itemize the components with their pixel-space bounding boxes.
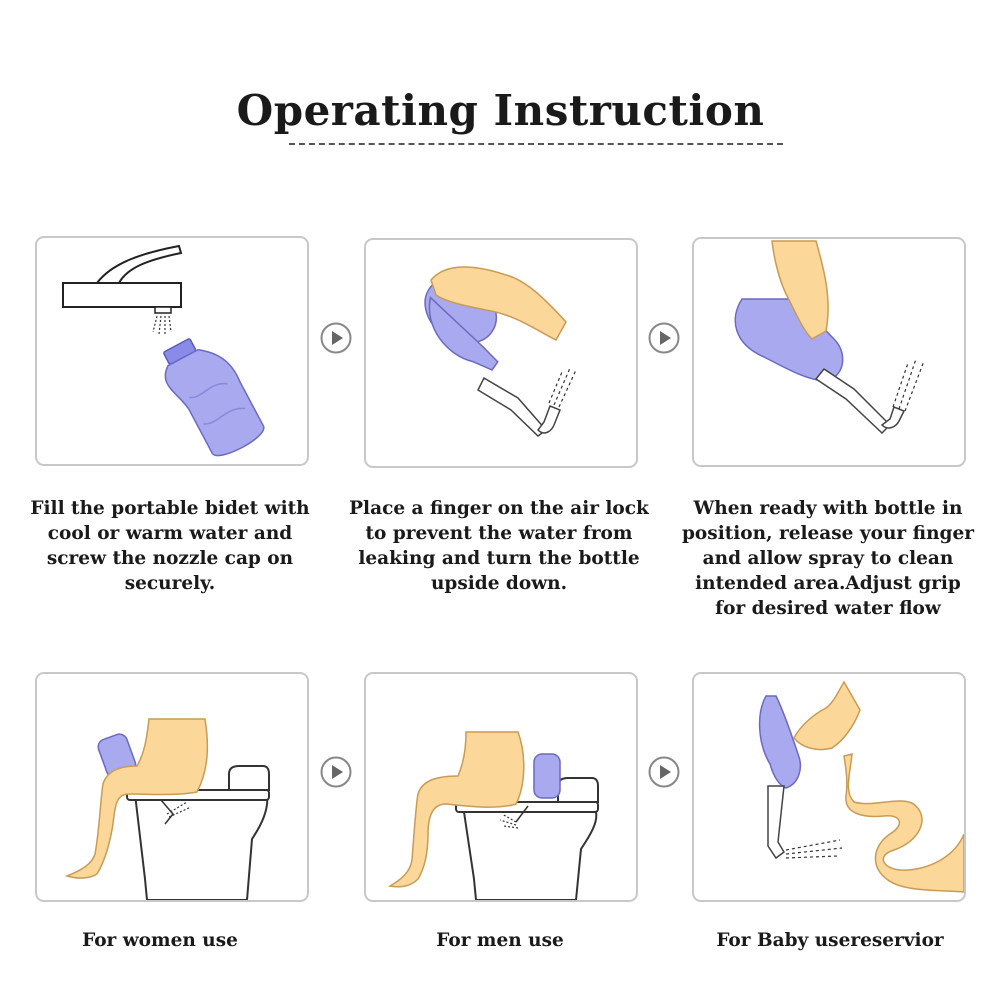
- step-3-caption: When ready with bottle in position, rele…: [682, 498, 974, 619]
- men-use-caption: For men use: [436, 930, 564, 951]
- step-1-illustration: [35, 236, 309, 466]
- next-arrow-icon: [648, 322, 680, 354]
- next-arrow-icon: [320, 322, 352, 354]
- step-2-illustration: [364, 238, 638, 468]
- baby-use-caption: For Baby usereservior: [716, 930, 944, 951]
- title-divider: [289, 143, 783, 145]
- step-2-caption: Place a finger on the air lock to preven…: [349, 498, 649, 594]
- next-arrow-icon: [648, 756, 680, 788]
- women-use-illustration: [35, 672, 309, 902]
- men-use-illustration: [364, 672, 638, 902]
- women-use-caption: For women use: [82, 930, 238, 951]
- step-1-caption: Fill the portable bidet with cool or war…: [30, 498, 310, 594]
- next-arrow-icon: [320, 756, 352, 788]
- page-title: Operating Instruction: [236, 86, 765, 135]
- baby-use-illustration: [692, 672, 966, 902]
- step-3-illustration: [692, 237, 966, 467]
